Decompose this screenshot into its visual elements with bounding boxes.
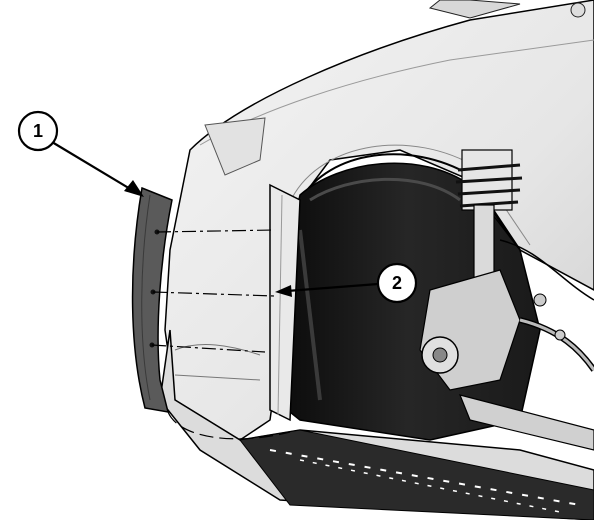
underbody-shield bbox=[239, 429, 594, 520]
callout-label-1: 1 bbox=[33, 121, 43, 141]
suspension-assembly bbox=[419, 149, 594, 451]
inner-fender-liner bbox=[269, 183, 301, 422]
callout-2: 2 bbox=[275, 262, 418, 304]
alignment-lines bbox=[151, 229, 291, 440]
callout-1: 1 bbox=[17, 110, 144, 197]
callout-label-2: 2 bbox=[392, 273, 402, 293]
